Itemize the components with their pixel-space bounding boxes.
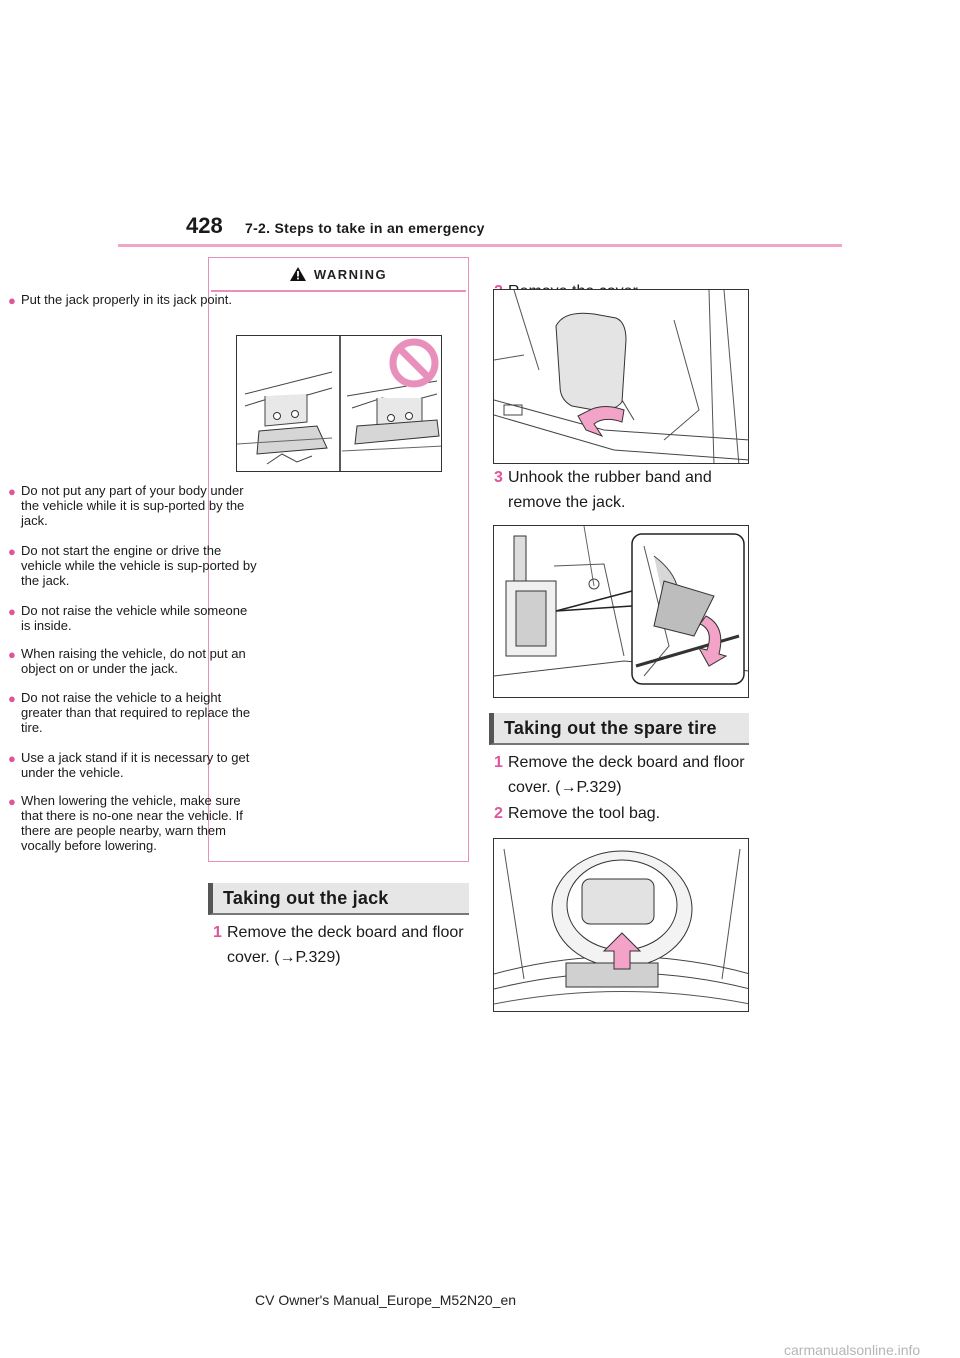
warning-triangle-icon: [289, 267, 306, 281]
step-item: 1 Remove the deck board and floor cover.…: [213, 920, 468, 970]
step-number: 2: [494, 805, 503, 822]
warning-item: ● Do not put any part of your body under…: [8, 483, 245, 528]
section-banner-jack: Taking out the jack: [208, 883, 469, 915]
header-divider: [118, 244, 842, 247]
jack-removal-illustration: [493, 525, 749, 698]
warning-item: ● Do not start the engine or drive the v…: [8, 543, 257, 588]
section-title: 7-2. Steps to take in an emergency: [245, 220, 485, 236]
warning-item: ● When raising the vehicle, do not put a…: [8, 646, 246, 676]
step-number: 1: [494, 754, 503, 771]
jack-removal-drawing: [494, 526, 748, 685]
step-item: 2 Remove the tool bag.: [494, 801, 749, 826]
cover-removal-illustration: [493, 289, 749, 464]
curved-arrow-icon: [577, 406, 625, 438]
step-item: 3 Unhook the rubber band and remove the …: [494, 465, 749, 515]
bullet-icon: ●: [8, 604, 16, 619]
step-text: Remove the deck board and floor cover. (…: [508, 754, 745, 796]
site-watermark: carmanualsonline.info: [784, 1342, 921, 1358]
step-number: 1: [213, 924, 222, 941]
step-item: 1 Remove the deck board and floor cover.…: [494, 750, 749, 800]
curved-arrow-icon: [698, 615, 728, 667]
warning-item: ● Use a jack stand if it is necessary to…: [8, 750, 250, 780]
tool-bag-removal-drawing: [494, 848, 748, 1005]
step-text: Remove the deck board and floor cover. (…: [227, 924, 464, 966]
jack-point-drawing: [237, 336, 441, 471]
bullet-icon: ●: [8, 484, 16, 499]
bullet-icon: ●: [8, 751, 16, 766]
warning-header: WARNING: [209, 258, 468, 290]
jack-point-illustration: [236, 335, 442, 472]
warning-title: WARNING: [313, 266, 388, 282]
bullet-icon: ●: [8, 293, 16, 308]
bullet-icon: ●: [8, 647, 16, 662]
warning-divider: [211, 290, 466, 292]
section-banner-spare-tire: Taking out the spare tire: [489, 713, 749, 745]
prohibited-icon: [389, 338, 439, 388]
step-text: Remove the tool bag.: [508, 805, 661, 822]
warning-item: ● When lowering the vehicle, make sure t…: [8, 793, 243, 853]
manual-footer: CV Owner's Manual_Europe_M52N20_en: [255, 1292, 517, 1308]
bullet-icon: ●: [8, 794, 16, 809]
bullet-icon: ●: [8, 691, 16, 706]
warning-item: ● Do not raise the vehicle to a height g…: [8, 690, 251, 735]
page-number: 428: [186, 213, 223, 238]
tool-bag-removal-illustration: [493, 838, 749, 1012]
warning-item: ● Put the jack properly in its jack poin…: [8, 292, 232, 308]
cover-removal-drawing: [494, 290, 748, 463]
step-number: 3: [494, 469, 503, 486]
warning-item: ● Do not raise the vehicle while someone…: [8, 603, 248, 633]
step-text: Unhook the rubber band and remove the ja…: [508, 469, 712, 511]
bullet-icon: ●: [8, 544, 16, 559]
warning-box: WARNING: [208, 257, 469, 862]
up-arrow-icon: [602, 932, 642, 970]
